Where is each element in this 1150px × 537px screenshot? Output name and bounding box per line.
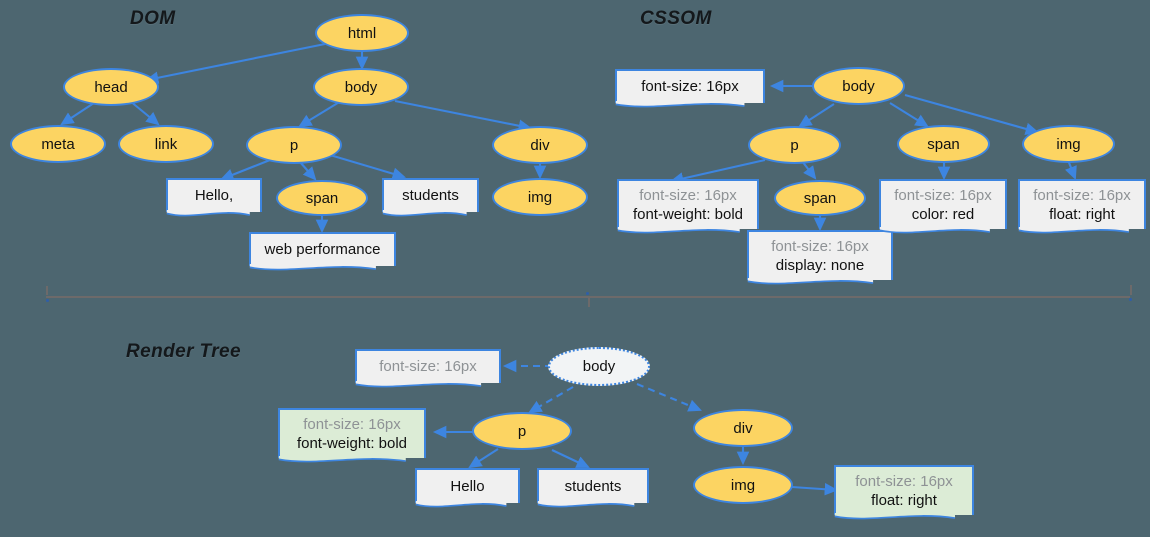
cssom-node-span-2[interactable]: span	[774, 180, 866, 216]
divider-tick-left	[46, 286, 48, 295]
render-rule-img[interactable]: font-size: 16px float: right	[834, 465, 974, 520]
cssom-node-span-1[interactable]: span	[897, 125, 990, 163]
render-rule-p[interactable]: font-size: 16px font-weight: bold	[278, 408, 426, 463]
docbox-wave-edge	[617, 227, 740, 234]
cssom-rule-span-1-line-2: color: red	[911, 206, 975, 223]
docbox-wave-edge	[249, 264, 377, 271]
render-rule-p-line-2: font-weight: bold	[296, 435, 408, 452]
dom-text-hello[interactable]: Hello,	[166, 178, 262, 217]
docbox-wave-edge	[615, 101, 745, 108]
render-tree-section-title: Render Tree	[126, 341, 241, 362]
dom-node-img[interactable]: img	[492, 178, 588, 216]
render-text-hello[interactable]: Hello	[415, 468, 520, 508]
cssom-rule-body-line-1: font-size: 16px	[641, 78, 739, 96]
render-node-body[interactable]: body	[548, 347, 650, 386]
cssom-rule-span-1-line-1: font-size: 16px	[894, 186, 992, 204]
cssom-rule-p[interactable]: font-size: 16px font-weight: bold	[617, 179, 759, 234]
docbox-wave-edge	[355, 381, 482, 388]
cssom-section-title: CSSOM	[640, 8, 712, 29]
dom-text-web-performance[interactable]: web performance	[249, 232, 396, 271]
docbox-wave-edge	[382, 210, 467, 217]
dom-text-hello-label: Hello,	[194, 187, 234, 205]
divider-tick-right	[1130, 285, 1132, 295]
cssom-rule-img[interactable]: font-size: 16px float: right	[1018, 179, 1146, 234]
render-node-img[interactable]: img	[693, 466, 793, 504]
cssom-rule-img-line-1: font-size: 16px	[1033, 186, 1131, 204]
dom-node-span[interactable]: span	[276, 180, 368, 216]
cssom-rule-p-line-1: font-size: 16px	[639, 186, 737, 204]
dom-node-meta[interactable]: meta	[10, 125, 106, 163]
cssom-node-body[interactable]: body	[812, 67, 905, 105]
dom-node-div[interactable]: div	[492, 126, 588, 164]
cssom-rule-span-2-line-2: display: none	[775, 257, 865, 274]
dom-node-html[interactable]: html	[315, 14, 409, 52]
dom-node-link[interactable]: link	[118, 125, 214, 163]
docbox-wave-edge	[747, 278, 874, 285]
cssom-rule-span-1[interactable]: font-size: 16px color: red	[879, 179, 1007, 234]
cssom-rule-span-2-line-1: font-size: 16px	[771, 237, 869, 255]
dom-node-p[interactable]: p	[246, 126, 342, 164]
docbox-wave-edge	[1018, 227, 1129, 234]
docbox-wave-edge	[415, 501, 507, 508]
render-text-students-label: students	[564, 477, 622, 495]
cssom-node-p[interactable]: p	[748, 126, 841, 164]
divider-dot-right	[1129, 298, 1132, 301]
render-text-students[interactable]: students	[537, 468, 649, 508]
cssom-node-img[interactable]: img	[1022, 125, 1115, 163]
render-text-hello-label: Hello	[450, 477, 485, 495]
dom-text-web-performance-label: web performance	[264, 241, 381, 259]
cssom-rule-span-2[interactable]: font-size: 16px display: none	[747, 230, 893, 285]
cssom-rule-img-line-2: float: right	[1049, 206, 1115, 223]
render-rule-img-line-1: font-size: 16px	[855, 472, 953, 490]
render-node-p[interactable]: p	[472, 412, 572, 450]
render-node-div[interactable]: div	[693, 409, 793, 447]
dom-node-body[interactable]: body	[313, 68, 409, 106]
render-rule-body[interactable]: font-size: 16px	[355, 349, 501, 388]
render-rule-img-line-2: float: right	[871, 492, 937, 509]
docbox-wave-edge	[834, 513, 956, 520]
render-rule-body-line-1: font-size: 16px	[379, 358, 477, 376]
dom-text-students[interactable]: students	[382, 178, 479, 217]
divider-tick-center	[588, 297, 590, 307]
docbox-wave-edge	[879, 227, 990, 234]
dom-section-title: DOM	[130, 8, 176, 29]
divider-dot-left	[46, 299, 49, 302]
cssom-rule-body[interactable]: font-size: 16px	[615, 69, 765, 108]
docbox-wave-edge	[537, 501, 635, 508]
dom-node-head[interactable]: head	[63, 68, 159, 106]
render-rule-p-line-1: font-size: 16px	[303, 415, 401, 433]
divider-dot-center	[586, 292, 589, 295]
dom-text-students-label: students	[402, 187, 459, 205]
docbox-wave-edge	[278, 456, 406, 463]
docbox-wave-edge	[166, 210, 250, 217]
cssom-rule-p-line-2: font-weight: bold	[632, 206, 744, 223]
